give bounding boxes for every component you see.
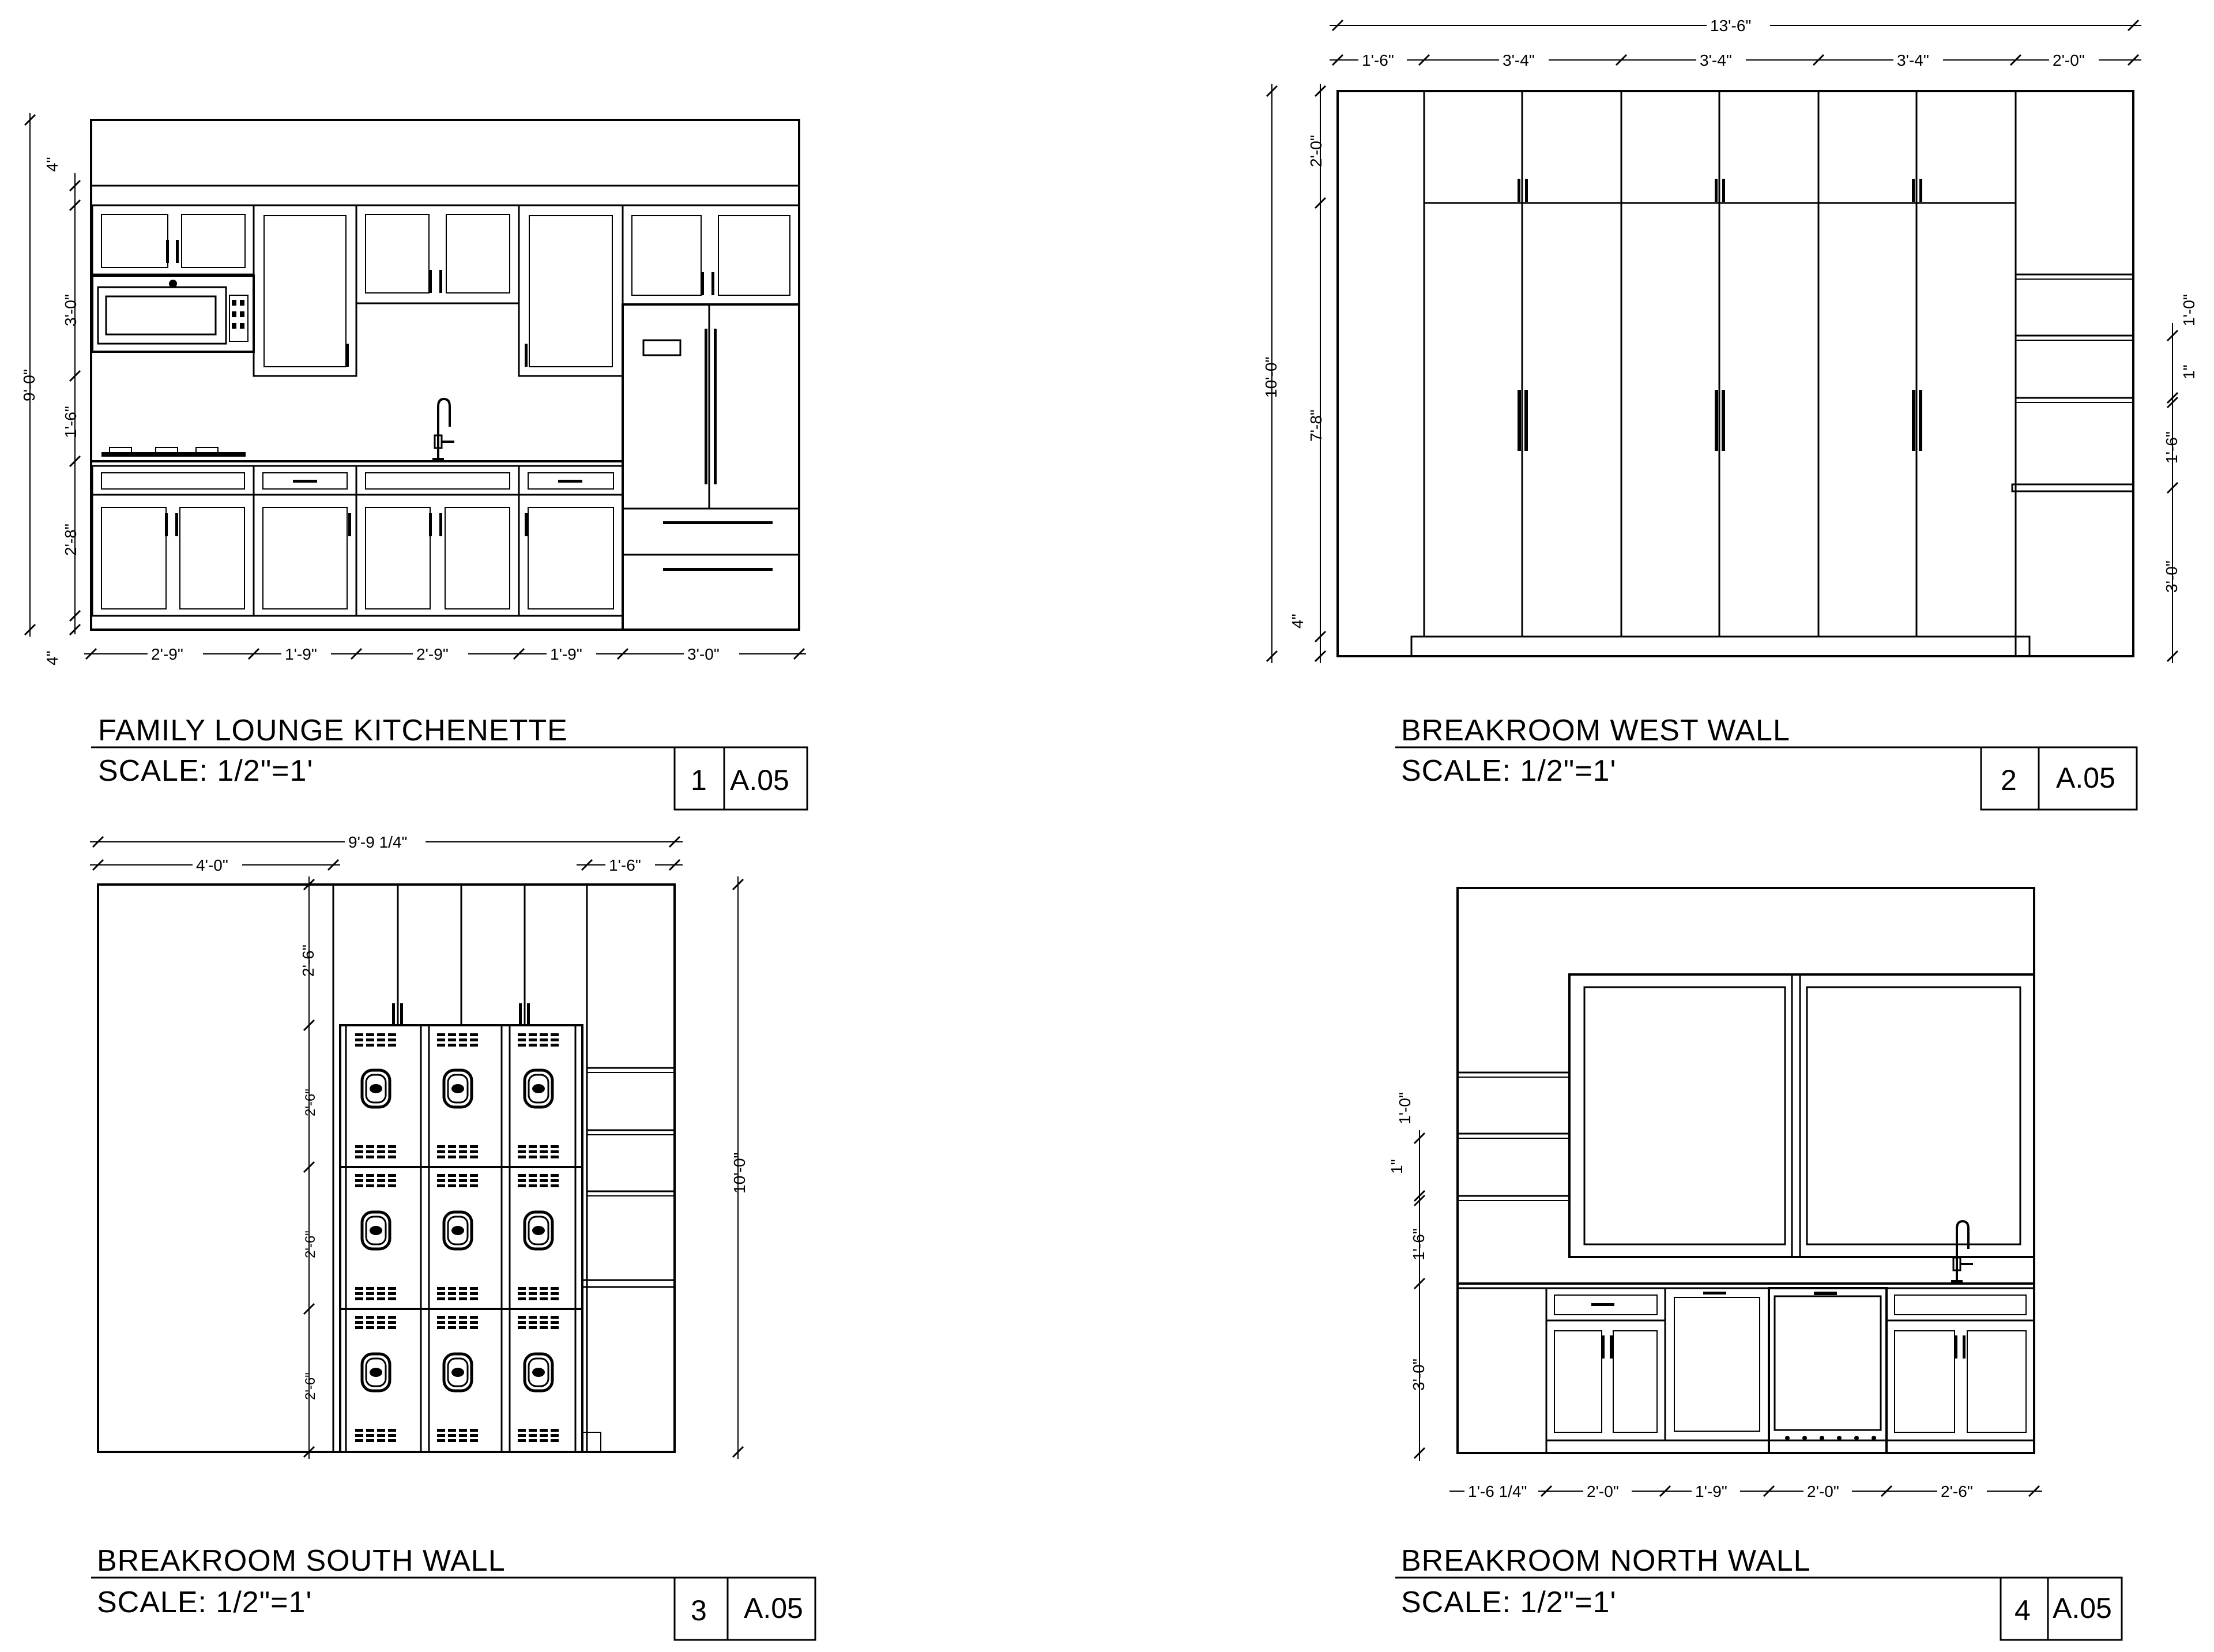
view-title: BREAKROOM NORTH WALL: [1401, 1544, 1811, 1578]
view-number: 2: [2001, 764, 2017, 796]
dim-overall-height: 10'-0": [731, 1153, 748, 1194]
dim-w3: 3'-4": [1700, 51, 1732, 69]
dim-overall-height: 9'-0": [20, 369, 38, 401]
dim-w5: 3'-0": [687, 645, 720, 663]
dim-shelf-thk: 1": [1388, 1159, 1406, 1174]
dim-w4: 3'-4": [1897, 51, 1929, 69]
dim-tall: 7'-8": [1307, 409, 1325, 442]
view-sheet-ref: A.05: [730, 764, 789, 796]
view-number: 4: [2015, 1594, 2031, 1627]
view-number: 1: [691, 764, 707, 796]
elevation-breakroom-south-wall: 9'-9 1/4" 4'-0" 1'-6" 2'-6" 2'-6" 2'-6" …: [90, 833, 816, 1641]
elevation-family-lounge-kitchenette: 9'-0" 4" 3'-0" 1'-6" 2'-8" 4" 2'-9" 1'-9…: [20, 113, 808, 811]
dim-shelf-spacing: 1'-0": [2180, 294, 2198, 326]
view-scale: SCALE: 1/2"=1': [98, 754, 313, 788]
dim-w3: 2'-9": [416, 645, 449, 663]
dim-base: 2'-8": [62, 524, 80, 556]
dim-locker3: 2'-6": [303, 1372, 318, 1400]
view-scale: SCALE: 1/2"=1': [1401, 754, 1616, 788]
dim-shelf-spacing: 1'-0": [1396, 1092, 1414, 1124]
dim-overall-width: 13'-6": [1710, 17, 1751, 35]
view-sheet-ref: A.05: [744, 1592, 803, 1624]
view-sheet-ref: A.05: [2056, 762, 2115, 794]
dim-overall-height: 10'-0": [1262, 357, 1280, 398]
dim-uppers: 3'-0": [62, 294, 80, 326]
dim-w5: 2'-0": [2053, 51, 2085, 69]
dim-soffit: 4": [43, 157, 61, 172]
dim-overall-width: 9'-9 1/4": [348, 833, 407, 851]
dim-locker2: 2'-6": [303, 1230, 318, 1258]
view-sheet-ref: A.05: [2053, 1592, 2112, 1624]
dim-toe: 4": [1289, 614, 1306, 629]
dim-right: 1'-6": [609, 856, 641, 874]
dim-backsplash: 1'-6": [1410, 1228, 1428, 1260]
dim-w4: 1'-9": [550, 645, 582, 663]
dim-w1: 2'-9": [151, 645, 183, 663]
dim-upper: 2'-0": [1307, 135, 1325, 167]
view-title: BREAKROOM SOUTH WALL: [97, 1544, 506, 1578]
dim-shelf-thk: 1": [2180, 364, 2198, 379]
elevation-breakroom-north-wall: 1'-0" 1" 1'-6" 3'-0" 1'-6 1/4" 2'-0" 1'-…: [1388, 887, 2123, 1641]
dim-base: 3'-0": [1410, 1359, 1428, 1391]
dim-w2: 1'-9": [285, 645, 317, 663]
view-title: BREAKROOM WEST WALL: [1401, 714, 1790, 747]
dim-left: 4'-0": [196, 856, 228, 874]
dim-w2: 2'-0": [1587, 1482, 1619, 1500]
dim-w1: 1'-6": [1362, 51, 1394, 69]
view-scale: SCALE: 1/2"=1': [97, 1586, 312, 1619]
dim-shelf-gap: 1'-6": [2163, 431, 2181, 464]
dim-w1: 1'-6 1/4": [1468, 1482, 1527, 1500]
dim-locker1: 2'-6": [303, 1089, 318, 1116]
dim-w4: 2'-0": [1807, 1482, 1839, 1500]
elevation-breakroom-west-wall: 13'-6" 1'-6" 3'-4" 3'-4" 3'-4" 2'-0" 10'…: [1262, 16, 2198, 811]
dim-upper: 2'-6": [299, 944, 317, 977]
dim-counter: 3'-0": [2163, 560, 2181, 593]
view-number: 3: [691, 1594, 707, 1627]
dim-backsplash: 1'-6": [62, 406, 80, 438]
dim-w5: 2'-6": [1941, 1482, 1973, 1500]
view-title: FAMILY LOUNGE KITCHENETTE: [98, 714, 568, 747]
dim-toe: 4": [43, 650, 61, 665]
dim-w2: 3'-4": [1503, 51, 1535, 69]
dim-w3: 1'-9": [1695, 1482, 1727, 1500]
view-scale: SCALE: 1/2"=1': [1401, 1586, 1616, 1619]
